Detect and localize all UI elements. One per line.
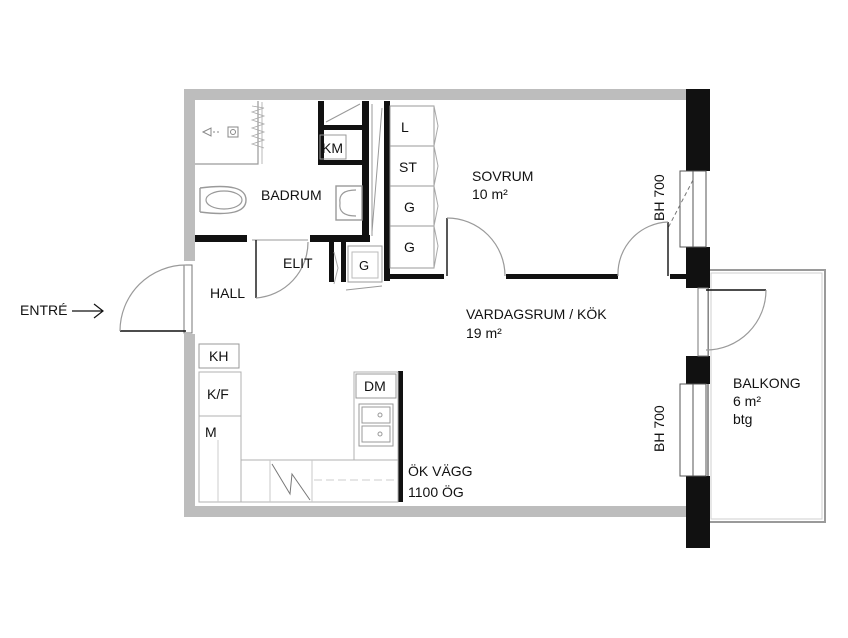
sink-icon bbox=[358, 403, 394, 447]
entrance-door[interactable] bbox=[119, 264, 193, 334]
badrum-name: BADRUM bbox=[261, 187, 322, 203]
interior-walls bbox=[195, 101, 686, 502]
balkong-note: btg bbox=[733, 411, 752, 427]
bathroom-fixtures: KM bbox=[195, 101, 383, 236]
vardagsrum-area: 19 m² bbox=[466, 325, 502, 341]
kitchen-fixtures: KH K/F M DM bbox=[198, 343, 399, 503]
elit-label: ELIT bbox=[283, 255, 313, 271]
window-top bbox=[667, 170, 707, 248]
wardrobe-st-label: ST bbox=[399, 159, 417, 175]
window-bottom bbox=[679, 383, 707, 477]
bedroom-wardrobes: L ST G G bbox=[389, 105, 439, 269]
bathroom-door[interactable] bbox=[252, 239, 309, 299]
window-bottom-label: BH 700 bbox=[651, 405, 667, 452]
m-label: M bbox=[205, 424, 217, 440]
hall-name: HALL bbox=[210, 285, 245, 301]
right-exterior-wall bbox=[686, 89, 710, 548]
toilet-icon bbox=[199, 185, 247, 215]
hall-closet: G bbox=[333, 245, 383, 291]
sovrum-area: 10 m² bbox=[472, 186, 508, 202]
km-label: KM bbox=[322, 140, 343, 156]
wardrobe-l-label: L bbox=[401, 119, 409, 135]
dm-label: DM bbox=[364, 378, 386, 394]
balkong-name: BALKONG bbox=[733, 375, 801, 391]
entry-label: ENTRÉ bbox=[20, 302, 67, 318]
kf-label: K/F bbox=[207, 386, 229, 402]
wardrobe-g2-label: G bbox=[404, 239, 415, 255]
balcony-door[interactable] bbox=[705, 289, 767, 351]
washbasin-icon bbox=[335, 185, 363, 221]
balcony-outline bbox=[707, 269, 826, 523]
balkong-area: 6 m² bbox=[733, 393, 761, 409]
kh-label: KH bbox=[209, 348, 228, 364]
hall-g-label: G bbox=[359, 258, 369, 273]
bedroom-door[interactable] bbox=[446, 217, 506, 277]
kitchen-wall-label-1: ÖK VÄGG bbox=[408, 462, 473, 479]
kitchen-wall-label-2: 1100 ÖG bbox=[408, 483, 464, 500]
entry-arrow-icon bbox=[72, 303, 104, 319]
wardrobe-g1-label: G bbox=[404, 199, 415, 215]
vardagsrum-name: VARDAGSRUM / KÖK bbox=[466, 305, 607, 322]
outer-walls bbox=[184, 89, 700, 517]
window-top-label: BH 700 bbox=[651, 174, 667, 221]
drain-icon bbox=[201, 126, 239, 138]
sovrum-name: SOVRUM bbox=[472, 168, 533, 184]
closet-door[interactable] bbox=[617, 221, 669, 277]
